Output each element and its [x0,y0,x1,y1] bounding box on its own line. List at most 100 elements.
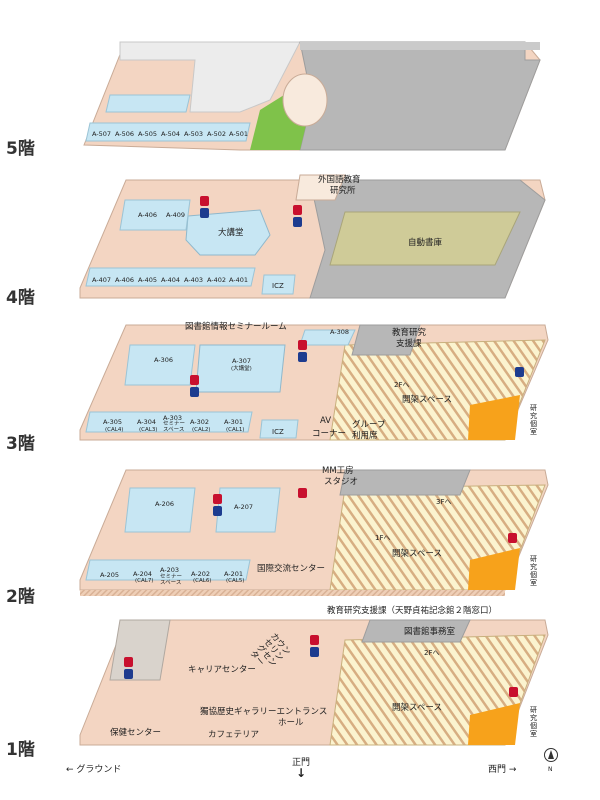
kyoiku-label-2: 支援課 [396,339,422,349]
restroom-women-icon [293,205,302,215]
cafeteria-label: カフェテリア [208,730,260,740]
group-label-1: グループ [352,420,386,430]
room-a406: A-406 [115,276,135,284]
kaika-label-1f: 開架スペース [392,703,442,713]
room-a301-sub: (CAL1) [226,427,245,433]
mm-label-2: スタジオ [324,477,359,487]
to-1f-label: 1Fへ [375,534,391,542]
restroom-men-icon [310,647,319,657]
room-a404: A-404 [161,276,181,284]
room-a403: A-403 [184,276,204,284]
north-label: N [548,766,553,773]
restroom-women-icon [190,375,199,385]
hoken-label: 保健センター [110,728,162,738]
gallery-label-2: ホール [278,718,304,728]
main-gate-label: 正門 [292,758,311,768]
to-3f-label: 3Fへ [436,498,452,506]
icz-label-4f: ICZ [272,282,284,290]
room-a402: A-402 [207,276,227,284]
north-compass-icon [544,748,558,762]
restroom-women-icon [298,488,307,498]
floor-label-3: 3階 [6,434,35,454]
restroom-men-icon [293,217,302,227]
room-a503: A-503 [184,130,204,138]
room-a204: A-204 [133,570,153,578]
room-a201: A-201 [224,570,244,578]
restroom-men-icon [213,506,222,516]
main-gate-arrow-icon: ↓ [296,766,307,780]
room-a308: A-308 [330,328,350,336]
room-a204-sub: (CAL7) [135,578,154,584]
room-a401: A-401 [229,276,249,284]
room-a506: A-506 [115,130,135,138]
restroom-men-icon [515,367,524,377]
av-label-1: AV [320,416,332,426]
room-a405: A-405 [138,276,158,284]
to-2f-label: 2Fへ [394,381,410,389]
icz-label-3f: ICZ [272,428,284,436]
restroom-men-icon [190,387,199,397]
gaikokugo-label-1: 外国語教育 [318,175,361,185]
mm-label-1: MM工房 [322,466,354,476]
room-a409: A-409 [166,211,186,219]
daikodo-label: 大講堂 [218,228,244,238]
room-a301: A-301 [224,418,244,426]
toshokan-label: 図書館事務室 [404,627,456,637]
room-a303-sub1: セミナー [163,421,186,427]
west-gate-label: 西門 → [488,765,517,775]
career-label: キャリアセンター [188,665,256,675]
floor-label-5: 5階 [6,139,35,159]
floor-4 [79,174,546,299]
to-2f-label-1f: 2Fへ [424,649,440,657]
room-a203-sub1: セミナー [160,574,183,580]
floor-2 [79,469,549,596]
restroom-women-icon [298,340,307,350]
room-a504: A-504 [161,130,181,138]
restroom-men-icon [298,352,307,362]
group-label-2: 利用席 [352,431,378,441]
room-a304-sub: (CAL3) [139,427,158,433]
restroom-women-icon [213,494,222,504]
restroom-women-icon [200,196,209,206]
room-a407: A-407 [92,276,112,284]
seminar-room-label: 図書館情報セミナールーム [185,322,287,332]
av-label-2: コーナー [312,429,347,439]
room-a303-sub2: スペース [163,427,185,433]
room-a206: A-206 [155,500,175,508]
restroom-women-icon [508,533,517,543]
room-a501: A-501 [229,130,249,138]
room-a306: A-306 [154,356,174,364]
kenkyu-label-2f: 研究個室 [530,555,537,587]
restroom-men-icon [124,669,133,679]
room-a507: A-507 [92,130,112,138]
kaika-label-3f: 開架スペース [402,395,452,405]
room-a304: A-304 [137,418,157,426]
kyoiku-label-1: 教育研究 [392,328,427,338]
gallery-label-1: 獨協歴史ギャラリーエントランス [200,707,328,717]
restroom-women-icon [509,687,518,697]
floor-5 [83,41,541,151]
jido-shoko-label: 自動書庫 [408,238,443,248]
floor-label-2: 2階 [6,587,35,607]
room-a203: A-203 [160,566,180,574]
room-a305: A-305 [103,418,123,426]
floor-label-1: 1階 [6,740,35,760]
room-a205: A-205 [100,571,120,579]
room-a202: A-202 [191,570,211,578]
room-a307-sub: (大講堂) [231,366,252,372]
kokusai-label: 国際交流センター [257,564,326,574]
kenkyu-label-1f: 研究個室 [530,706,537,738]
room-a203-sub2: スペース [160,580,182,586]
ground-direction-label: ← グラウンド [66,765,122,775]
room-a207: A-207 [234,503,254,511]
room-a202-sub: (CAL6) [193,578,212,584]
restroom-women-icon [310,635,319,645]
kaika-label-2f: 開架スペース [392,549,442,559]
room-a305-sub: (CAL4) [105,427,124,433]
room-a505: A-505 [138,130,158,138]
floor-1 [79,619,549,746]
kenkyu-label-3f: 研究個室 [530,404,537,436]
shien-label: 教育研究支援課（天野貞祐記念館２階窓口） [327,606,498,616]
room-a302: A-302 [190,418,210,426]
